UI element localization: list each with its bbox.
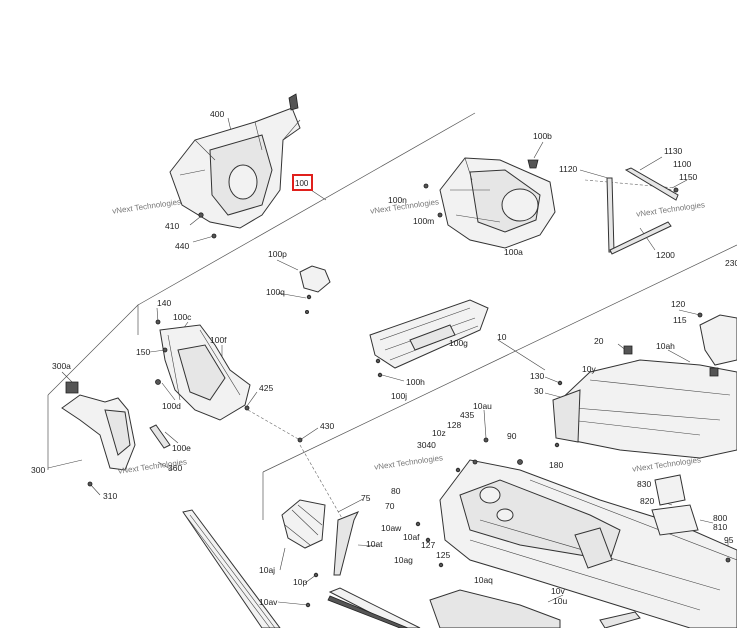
- callout-10z: 10z: [432, 428, 446, 438]
- callout-100g: 100g: [449, 338, 468, 348]
- callout-100d: 100d: [162, 401, 181, 411]
- callout-10af: 10af: [403, 532, 420, 542]
- callout-410: 410: [165, 221, 180, 231]
- callout-100b: 100b: [533, 131, 552, 141]
- callout-1120: 1120: [559, 164, 578, 174]
- callout-95: 95: [724, 535, 734, 545]
- callout-30: 30: [534, 386, 544, 396]
- callout-300a: 300a: [52, 361, 71, 371]
- boundary-line-left: [47, 304, 139, 396]
- callout-10au: 10au: [473, 401, 492, 411]
- callout-100a: 100a: [504, 247, 523, 257]
- callout-100n: 100n: [388, 195, 407, 205]
- main-frame-10: [438, 437, 737, 628]
- callout-1200: 1200: [656, 250, 675, 260]
- tunnel-10y: [517, 312, 737, 465]
- callout-10av: 10av: [259, 597, 278, 607]
- callout-1130: 1130: [664, 146, 683, 156]
- callout-440: 440: [175, 241, 190, 251]
- callout-10ag: 10ag: [394, 555, 413, 565]
- callout-80: 80: [391, 486, 401, 496]
- callout-3040: 3040: [417, 440, 436, 450]
- support-300: [61, 381, 136, 487]
- bracket-10aj: [281, 499, 360, 576]
- callout-10aj: 10aj: [259, 565, 276, 575]
- callout-1150: 1150: [679, 172, 698, 182]
- callout-830: 830: [637, 479, 652, 489]
- boundary-line-top: [137, 112, 476, 306]
- callout-100c: 100c: [173, 312, 192, 322]
- callout-10ah: 10ah: [656, 341, 675, 351]
- callout-10p: 10p: [293, 577, 308, 587]
- callout-400: 400: [210, 109, 225, 119]
- callout-120: 120: [671, 299, 686, 309]
- callout-125: 125: [436, 550, 451, 560]
- callout-310: 310: [103, 491, 118, 501]
- callout-360: 360: [168, 463, 183, 473]
- callout-100h: 100h: [406, 377, 425, 387]
- callout-425: 425: [259, 383, 274, 393]
- highlighted-callout-box[interactable]: 100: [292, 174, 313, 191]
- callout-180: 180: [549, 460, 564, 470]
- callout-127: 127: [421, 540, 436, 550]
- callout-430: 430: [320, 421, 335, 431]
- callout-820: 820: [640, 496, 655, 506]
- callout-70: 70: [385, 501, 395, 511]
- callout-130: 130: [530, 371, 545, 381]
- callout-435: 435: [460, 410, 475, 420]
- callout-90: 90: [507, 431, 517, 441]
- callout-800: 800: [713, 513, 728, 523]
- rail-10av: [182, 509, 641, 628]
- callout-150: 150: [136, 347, 151, 357]
- callout-140: 140: [157, 298, 172, 308]
- steering-rods-1100-1200: [606, 167, 679, 255]
- callout-300: 300: [31, 465, 46, 475]
- callout-100e: 100e: [172, 443, 191, 453]
- bracket-100c: [149, 319, 303, 449]
- callout-10aw: 10aw: [381, 523, 402, 533]
- callout-100p: 100p: [268, 249, 287, 259]
- chassis-assembly-100a: [423, 157, 556, 249]
- cover-100p: [299, 265, 331, 314]
- callout-100q: 100q: [266, 287, 285, 297]
- boundary-line-mid: [262, 244, 737, 473]
- callout-10y: 10y: [582, 364, 596, 374]
- callout-100m: 100m: [413, 216, 435, 226]
- frame-assembly-400: [169, 93, 301, 239]
- callout-100j: 100j: [391, 391, 408, 401]
- callout-10: 10: [497, 332, 507, 342]
- callout-1100: 1100: [673, 159, 692, 169]
- callout-20: 20: [594, 336, 604, 346]
- panel-100g: [369, 299, 489, 378]
- callout-10v: 10v: [551, 586, 565, 596]
- callout-810: 810: [713, 522, 728, 532]
- callout-128: 128: [447, 420, 462, 430]
- callout-230: 230: [725, 258, 737, 268]
- callout-75: 75: [361, 493, 371, 503]
- callout-10u: 10u: [553, 596, 568, 606]
- callout-100f: 100f: [210, 335, 227, 345]
- highlighted-callout-label: 100: [295, 179, 309, 188]
- callout-10at: 10at: [366, 539, 383, 549]
- callout-10aq: 10aq: [474, 575, 493, 585]
- callout-115: 115: [673, 315, 687, 325]
